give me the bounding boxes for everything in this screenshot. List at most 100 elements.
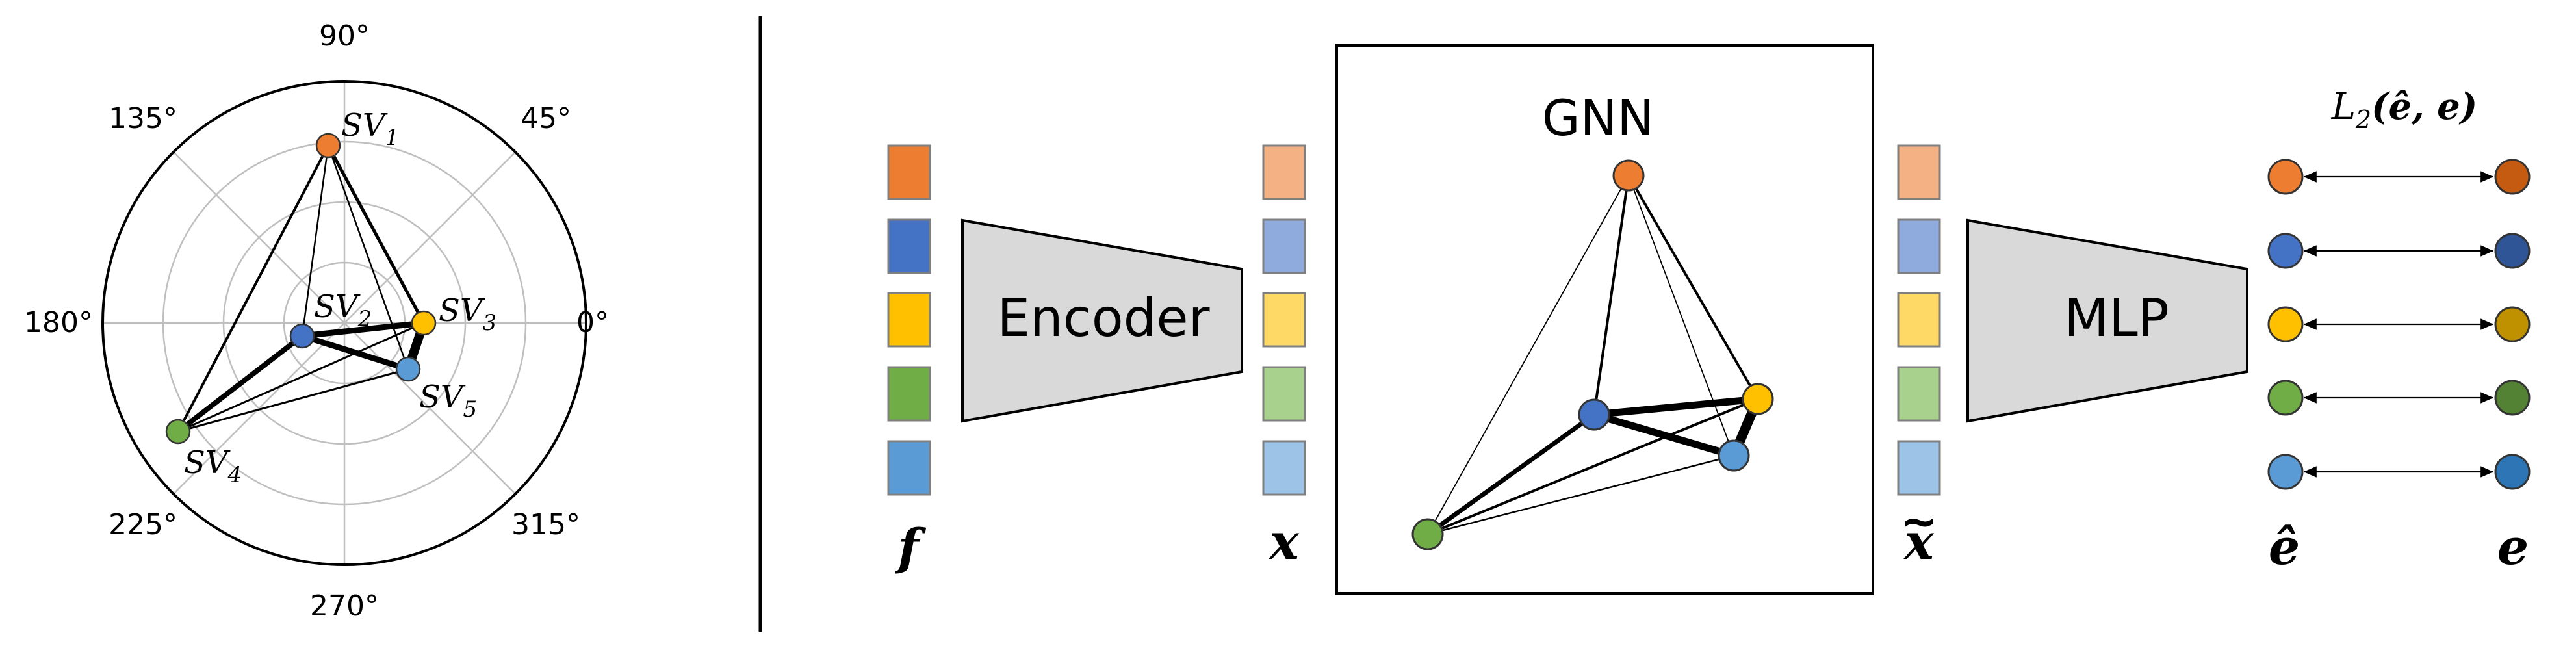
x-tilde-square-1 [1897,144,1941,200]
gnn-edge [1426,398,1759,536]
mlp-block: MLP [1966,218,2248,423]
e-hat-node-3 [2267,306,2304,342]
gnn-node-3 [1742,383,1774,415]
polar-edge [327,144,409,370]
x-square-5 [1262,440,1306,496]
x-tilde-square-3 [1897,292,1941,348]
pair-row-1 [2267,159,2531,195]
x-tilde-square-5 [1897,440,1941,496]
pair-row-4 [2267,380,2531,416]
polar-edge [175,333,305,434]
x-square-2 [1262,218,1306,274]
polar-outer-circle [101,80,587,566]
polar-spokes [103,81,586,565]
pair-row-5 [2267,454,2531,490]
f-square-2 [887,218,931,274]
x-embedding-squares [1262,144,1306,496]
e-hat-node-1 [2267,159,2304,195]
polar-spoke-4 [173,151,516,495]
polar-node-label-sv5: SV5 [419,379,477,422]
polar-angle-label: 180° [24,306,93,339]
e-node-4 [2494,380,2531,416]
gnn-label: GNN [1542,89,1655,147]
gnn-edge [1425,412,1597,537]
e-hat-node-2 [2267,233,2304,269]
polar-edge [326,144,426,325]
gnn-edge [1590,411,1738,459]
polar-node-label-sv2: SV2 [314,289,372,332]
gnn-box [1335,44,1874,595]
gnn-edge [1627,174,1759,400]
polar-edge [299,320,427,339]
polar-node-sv4 [165,419,191,445]
polar-angle-label: 315° [511,508,580,541]
polar-node-sv2 [289,323,315,349]
polar-angle-label: 0° [576,306,609,339]
polar-edge [301,144,329,337]
encoder-label: Encoder [997,288,1209,348]
gnn-node-1 [1612,159,1645,192]
x-tilde-accent: ~ [1900,495,1938,548]
polar-node-label-sv3: SV3 [439,292,496,336]
gnn-edge [1427,175,1629,535]
polar-node-sv5 [395,356,421,382]
e-hat-label: ê [2269,518,2300,576]
f-label: f [895,518,927,576]
loss-label: L2(ê, e) [2331,85,2478,134]
gnn-block: GNN [1335,44,1874,595]
polar-edge [177,144,329,433]
mlp-label: MLP [2064,288,2169,348]
e-hat-node-5 [2267,454,2304,490]
polar-angle-label: 90° [319,19,370,53]
f-square-1 [887,144,931,200]
f-square-4 [887,366,931,422]
polar-angle-label: 45° [521,102,571,135]
polar-angle-label: 225° [109,508,177,541]
encoder-block: Encoder [961,218,1243,423]
polar-angle-label: 135° [109,102,177,135]
x-square-4 [1262,366,1306,422]
polar-angle-labels: 0° 45° 90° 135° 180° 225° 270° 315° [24,19,609,623]
e-node-3 [2494,306,2531,342]
gnn-edge [1593,174,1630,416]
x-tilde-square-2 [1897,218,1941,274]
prediction-target-pairs [2267,159,2531,490]
polar-edge [177,368,409,433]
f-feature-squares [887,144,931,496]
gnn-edge [1426,454,1735,536]
polar-node-label-sv1: SV1 [341,107,399,151]
loss-letter: L [2331,86,2356,128]
e-node-2 [2494,233,2531,269]
polar-nodes [165,133,437,445]
loss-subscript: 2 [2355,105,2371,134]
e-label: e [2497,518,2529,576]
f-square-5 [887,440,931,496]
e-hat-node-4 [2267,380,2304,416]
polar-edges [175,144,428,434]
x-tilde-letter: x [1903,513,1935,571]
polar-angle-label: 270° [310,589,379,623]
x-tilde-square-4 [1897,366,1941,422]
pair-row-2 [2267,233,2531,269]
encoder-trapezoid [961,218,1243,423]
mlp-trapezoid [1966,218,2248,423]
gnn-node-2 [1578,398,1610,431]
e-node-1 [2494,159,2531,195]
polar-node-label-sv4: SV4 [184,445,242,488]
x-square-3 [1262,292,1306,348]
polar-node-sv1 [315,133,341,159]
svg-text:L2(ê, e): L2(ê, e) [2331,85,2478,134]
gnn-node-4 [1411,518,1444,550]
polar-node-sv3 [411,310,437,336]
gnn-edge [1590,395,1762,419]
gnn-nodes [1411,159,1774,550]
x-tilde-embedding-squares [1897,144,1941,496]
polar-edge [177,322,425,433]
f-square-3 [887,292,931,348]
x-label: x [1268,513,1300,571]
gnn-edge [1628,175,1734,456]
x-square-1 [1262,144,1306,200]
